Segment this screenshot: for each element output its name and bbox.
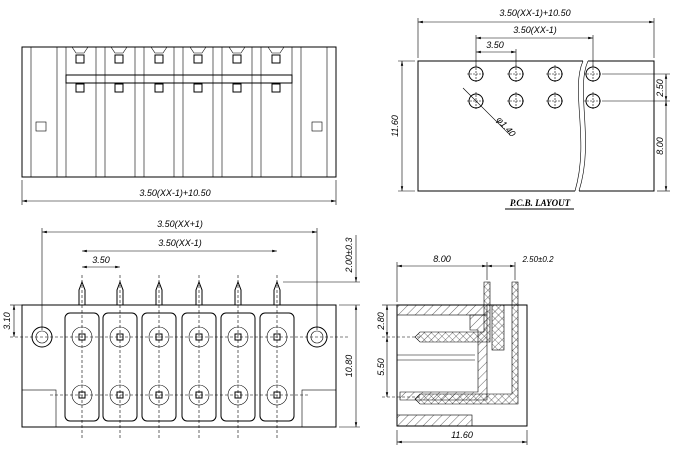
pcb-hole-diameter-dim: φ1.40 [495,115,518,139]
wire-entry [110,46,128,54]
pin-square [232,83,242,93]
pin-square [193,54,203,64]
pcb-row-spacing-dim: 2.50 [655,79,665,98]
hole-centerline [467,92,485,110]
wire-entry [228,46,246,54]
hole-centerline [546,65,564,83]
pin-square [114,83,124,93]
front-pin-protrusion-dim: 2.00±0.3 [344,238,354,274]
pin-square [114,54,124,64]
hole-centerline [584,65,602,83]
side-depth-dim: 8.00 [433,254,451,264]
pcb-pin-span-dim: 3.50(XX-1) [513,25,557,35]
pin-square [75,83,85,93]
wire-entry [189,46,207,54]
pcb-layout-title: P.C.B. LAYOUT [510,198,571,208]
side-width-dim: 11.60 [451,430,473,440]
side-lower-dim: 5.50 [376,358,386,376]
pcb-height-dim: 11.60 [390,115,400,137]
top-width-dim: 3.50(XX-1)+10.50 [139,188,210,198]
side-row-pitch-dim: 2.50±0.2 [521,255,554,264]
pcb-overall-width-dim: 3.50(XX-1)+10.50 [499,8,570,18]
hole-centerline [546,92,564,110]
front-pin-span-dim: 3.50(XX-1) [158,238,202,248]
pcb-pitch-dim: 3.50 [486,40,504,50]
hole-centerline [507,92,525,110]
front-height-dim: 10.80 [344,355,354,378]
top-view: 3.50(XX-1)+10.50 [21,46,337,205]
front-pitch-dim: 3.50 [92,255,110,265]
pin-square [154,83,164,93]
hole-centerline [507,65,525,83]
wire-entry [267,46,285,54]
front-view: 3.50(XX+1) 3.50(XX-1) 3.50 2.00±0.3 10.8… [2,219,360,440]
pin-square [271,83,281,93]
pcb-layout: 3.50(XX-1)+10.50 3.50(XX-1) 3.50 11.60 2… [390,8,670,210]
wire-entry [150,46,168,54]
side-upper-dim: 2.80 [376,312,386,331]
pin-square [193,83,203,93]
front-overall-dim: 3.50(XX+1) [157,219,203,229]
pin-square [75,54,85,64]
pin-square [154,54,164,64]
pin-square [232,54,242,64]
hole-centerline [584,92,602,110]
pcb-edge-offset-dim: 8.00 [655,137,665,155]
pin-square [271,54,281,64]
hole-centerline [467,65,485,83]
wire-entry [71,46,89,54]
front-mount-offset-dim: 3.10 [2,312,12,330]
side-view: 8.00 2.50±0.2 11.60 2.80 5.50 [376,254,554,445]
